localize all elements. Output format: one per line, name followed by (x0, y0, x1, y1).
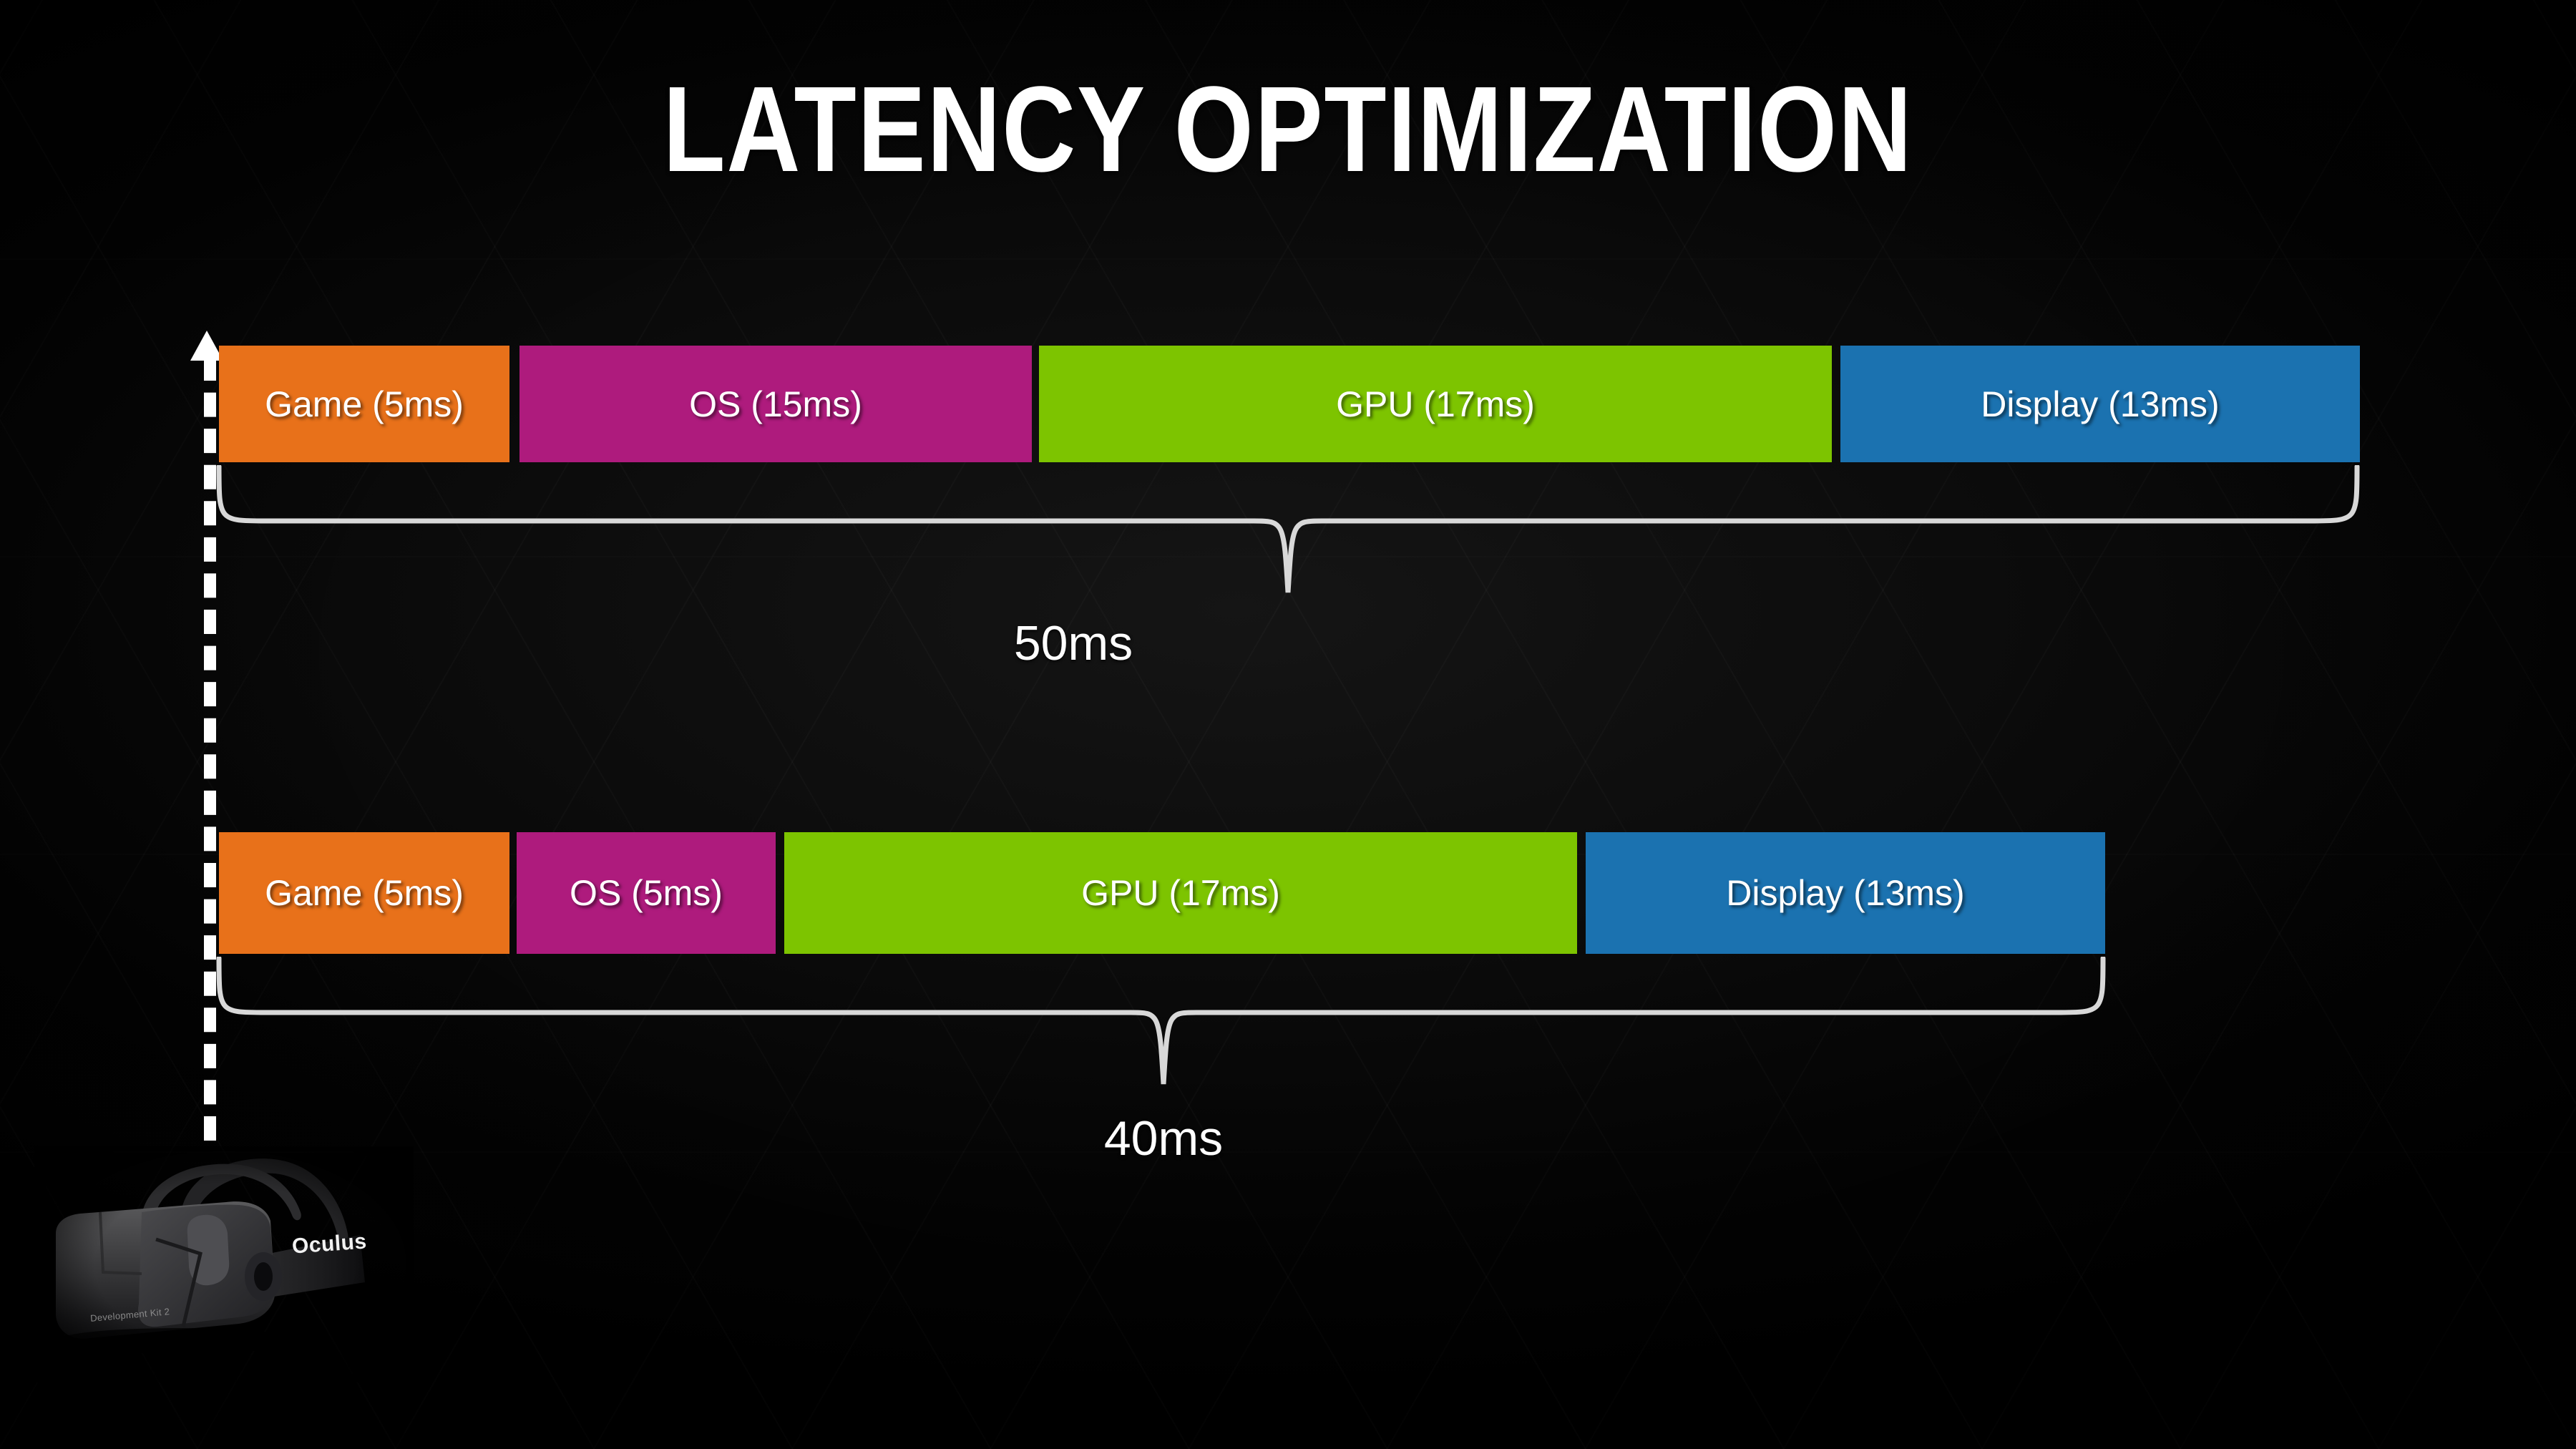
bar-segment-before-os: OS (15ms) (519, 346, 1032, 462)
brace-after (215, 957, 2107, 1089)
latency-bar-row-after: Game (5ms)OS (5ms)GPU (17ms)Display (13m… (0, 832, 2576, 954)
bar-segment-before-game: Game (5ms) (219, 346, 509, 462)
oculus-brand-text: Oculus (291, 1229, 368, 1259)
time-axis-arrow (190, 331, 223, 1141)
total-label-after: 40ms (1103, 1111, 1224, 1166)
brace-before (215, 465, 2361, 597)
bar-segment-after-display: Display (13ms) (1586, 832, 2105, 954)
total-label-before: 50ms (1013, 616, 1133, 670)
axis-arrowhead-icon (190, 331, 223, 361)
bar-segment-before-display: Display (13ms) (1840, 346, 2360, 462)
oculus-headset-image (34, 1146, 414, 1382)
axis-dashed-line (204, 356, 216, 1141)
latency-bar-row-before: Game (5ms)OS (15ms)GPU (17ms)Display (13… (0, 346, 2576, 462)
page-title: LATENCY OPTIMIZATION (663, 62, 1913, 197)
bar-segment-after-gpu: GPU (17ms) (784, 832, 1577, 954)
bar-segment-before-gpu: GPU (17ms) (1039, 346, 1832, 462)
bar-segment-after-game: Game (5ms) (219, 832, 509, 954)
bar-segment-after-os: OS (5ms) (517, 832, 776, 954)
